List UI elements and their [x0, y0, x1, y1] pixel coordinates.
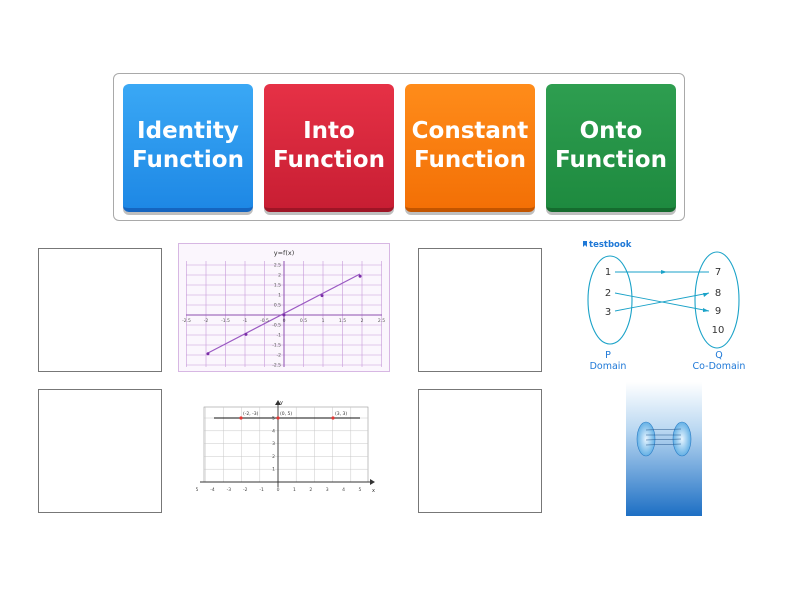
x-tick-label: 1.5 [339, 318, 346, 324]
y-tick-label: 2 [272, 454, 275, 460]
domain-letter: P [605, 350, 611, 361]
onto-diagram-svg [626, 382, 702, 516]
y-tick-label: 1.5 [274, 283, 281, 289]
x-tick-label: -1.5 [221, 318, 230, 324]
data-point [282, 313, 286, 317]
data-point [244, 332, 248, 336]
codomain-label: Co-Domain [693, 361, 746, 372]
x-tick-label: -5 [196, 487, 198, 493]
x-tick-label: 1 [322, 318, 325, 324]
point-label: (0, 5) [280, 411, 292, 417]
tile-constant-function-label: Constant Function [411, 118, 529, 173]
x-tick-label: -4 [210, 487, 215, 493]
y-tick-label: -0.5 [272, 323, 281, 329]
x-tick-label: -1 [259, 487, 264, 493]
y-tick-label: 5 [272, 416, 275, 422]
codomain-value: 9 [715, 306, 721, 317]
y-tick-label: 3 [272, 441, 275, 447]
testbook-logo-icon [583, 241, 587, 247]
domain-value: 3 [605, 307, 611, 318]
data-point [320, 294, 324, 298]
point-label: (3, 3) [335, 411, 347, 417]
x-tick-label: -2.5 [182, 318, 191, 324]
domain-value: 2 [605, 288, 611, 299]
x-tick-label: 0 [283, 318, 286, 324]
x-tick-label: 5 [358, 487, 361, 493]
x-tick-label: 0.5 [300, 318, 307, 324]
y-tick-label: 1 [272, 467, 275, 473]
x-tick-label: -3 [227, 487, 232, 493]
x-tick-label: 0 [277, 487, 280, 493]
mapping-diagram-svg: testbook 1 2 3 7 8 9 10 P Domain Q Co-Do… [583, 240, 746, 372]
tile-bank: Identity Function Into Function Constant… [113, 73, 685, 221]
brand-name: testbook [589, 240, 632, 250]
x-tick-label: 2.5 [378, 318, 385, 324]
y-tick-label: 4 [272, 428, 275, 434]
identity-graph-title: y=f(x) [274, 249, 295, 257]
codomain-letter: Q [715, 350, 722, 361]
x-tick-label: -2 [243, 487, 248, 493]
domain-value: 1 [605, 267, 611, 278]
x-tick-label: 2 [361, 318, 364, 324]
tile-into-function[interactable]: Into Function [264, 84, 394, 212]
y-tick-label: -2 [277, 353, 282, 359]
drop-zone-3[interactable] [38, 389, 162, 513]
x-tick-label: 4 [342, 487, 345, 493]
tile-identity-function-label: Identity Function [131, 118, 244, 173]
tile-onto-function-label: Onto Function [554, 118, 667, 173]
tile-identity-function[interactable]: Identity Function [123, 84, 253, 212]
y-tick-label: -1.5 [272, 343, 281, 349]
y-tick-label: 1 [278, 293, 281, 299]
data-point [358, 274, 362, 278]
drop-zone-1[interactable] [38, 248, 162, 372]
y-tick-label: -2.5 [272, 363, 281, 369]
tile-into-function-label: Into Function [272, 118, 385, 173]
tile-constant-function[interactable]: Constant Function [405, 84, 535, 212]
constant-graph-image: (-2, -3) (0, 5) (3, 3) y x -5 -4 -3 -2 -1 0 1 2… [196, 397, 380, 495]
x-tick-label: -0.5 [260, 318, 269, 324]
x-tick-label: -2 [204, 318, 209, 324]
x-tick-label: 3 [326, 487, 329, 493]
codomain-value: 10 [712, 325, 725, 336]
tile-onto-function[interactable]: Onto Function [546, 84, 676, 212]
y-tick-label: 2 [278, 273, 281, 279]
constant-graph-svg: (-2, -3) (0, 5) (3, 3) y x -5 -4 -3 -2 -1 0 1 2… [196, 400, 375, 494]
drop-zone-2[interactable] [418, 248, 542, 372]
x-tick-label: -1 [243, 318, 248, 324]
drop-zone-4[interactable] [418, 389, 542, 513]
domain-label: Domain [590, 361, 627, 372]
x-tick-label: 1 [293, 487, 296, 493]
x-tick-label: 2 [309, 487, 312, 493]
onto-diagram-image [626, 382, 702, 516]
codomain-value: 7 [715, 267, 721, 278]
codomain-value: 8 [715, 288, 721, 299]
y-tick-label: 2.5 [274, 263, 281, 269]
y-tick-label: -1 [277, 333, 282, 339]
x-axis-label: x [372, 488, 375, 494]
mapping-diagram-image: testbook 1 2 3 7 8 9 10 P Domain Q Co-Do… [575, 235, 755, 375]
point-label: (-2, -3) [243, 411, 259, 417]
data-point [206, 352, 210, 356]
y-axis-label: y [280, 400, 283, 406]
y-tick-label: 0.5 [274, 303, 281, 309]
